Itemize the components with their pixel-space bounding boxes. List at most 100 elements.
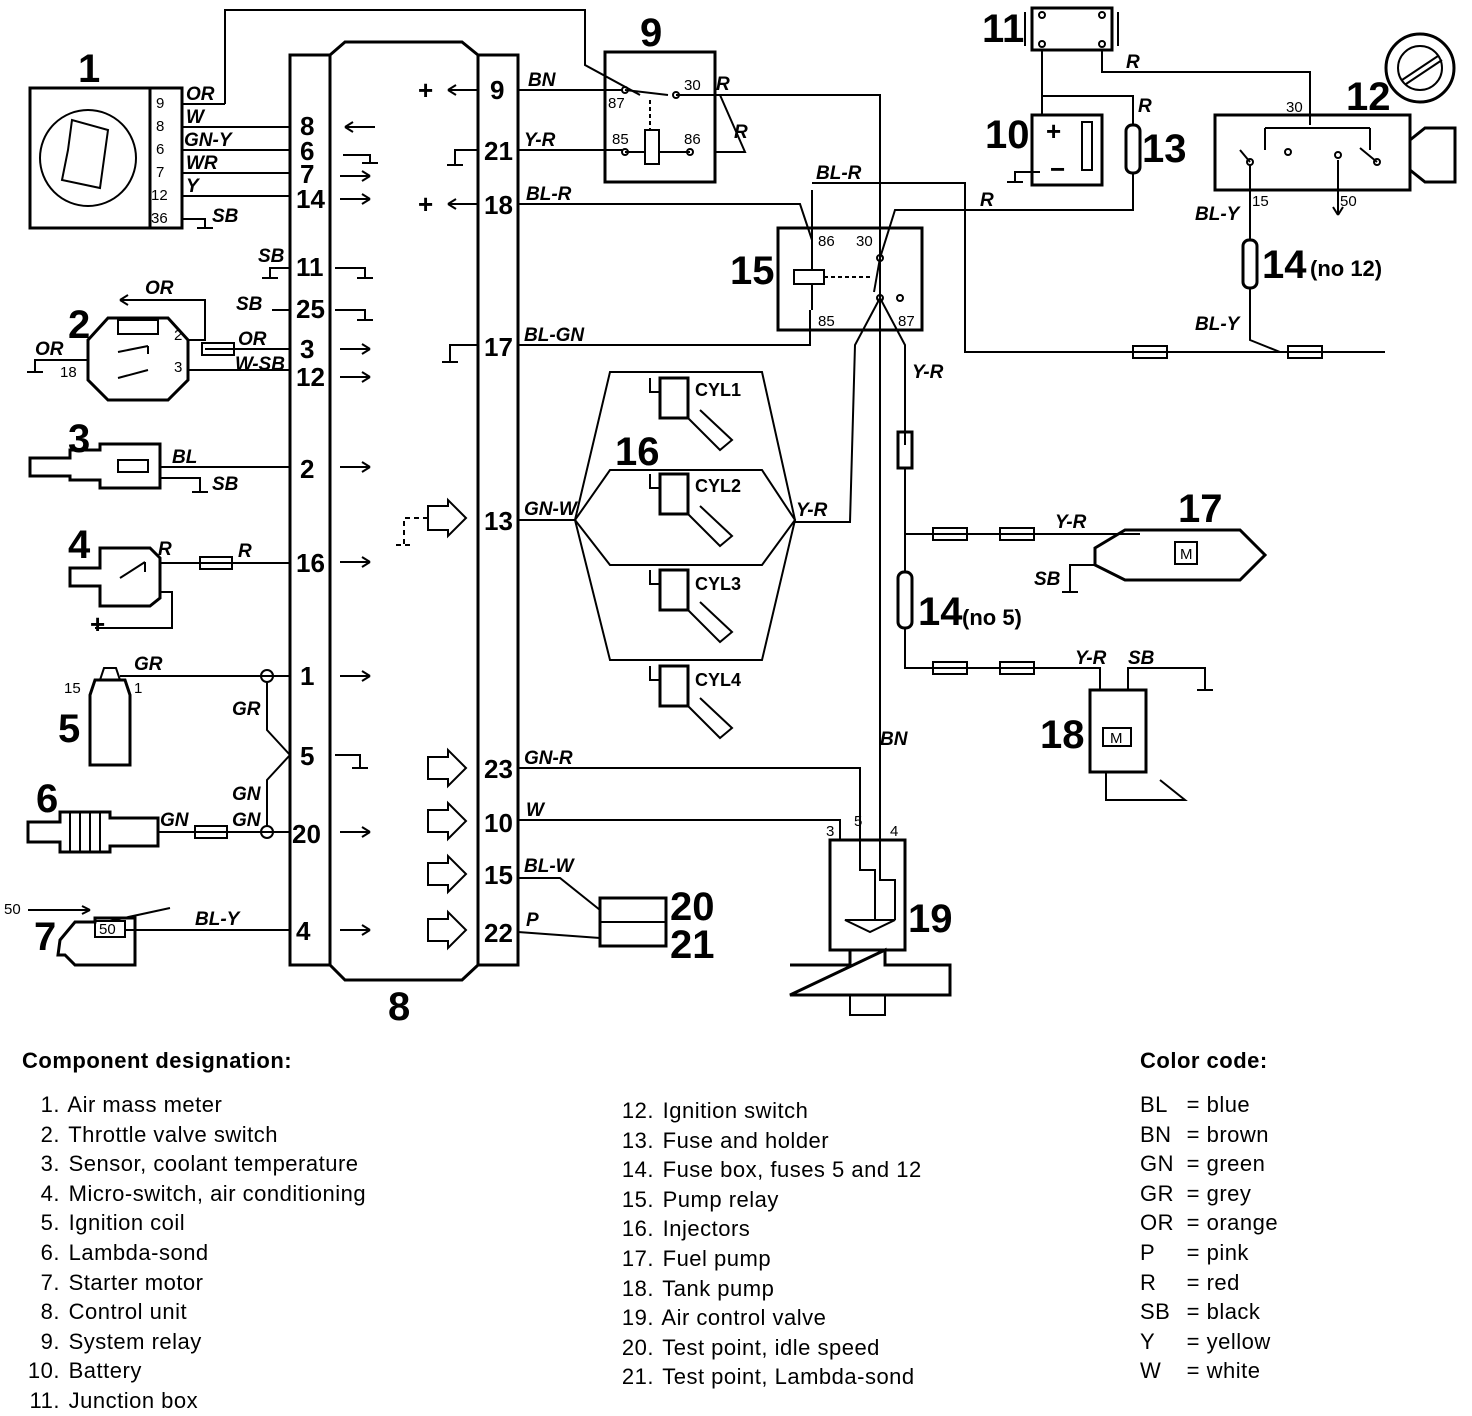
diagram-label: 36 <box>151 210 168 227</box>
diagram-label: + <box>90 609 105 639</box>
diagram-label: GR <box>232 699 261 720</box>
injector-cyl3: CYL3 <box>649 568 741 644</box>
ecu-pin: 8 <box>300 111 314 141</box>
ecu-input-arrows: + + <box>335 75 478 951</box>
diagram-label: 12 <box>151 187 168 204</box>
diagram-label: OR <box>238 329 267 350</box>
component-list-2: 12. Ignition switch 13. Fuse and holder … <box>616 1096 1036 1392</box>
diagram-label: Y-R <box>912 362 944 383</box>
ecu-pin: 4 <box>296 916 311 946</box>
diagram-label: BL-Y <box>1195 204 1242 225</box>
diagram-label: 2 <box>174 327 182 344</box>
diagram-label: Y-R <box>1055 512 1087 533</box>
ecu-pin: 11 <box>296 252 324 282</box>
diagram-label: W <box>526 800 546 821</box>
diagram-label: 15 <box>64 680 81 697</box>
diagram-label: 5 <box>854 813 862 830</box>
diagram-label: M <box>1110 730 1123 747</box>
component-label-1: 1 <box>78 47 100 91</box>
air-conditioning-micro-switch: 4 R R + <box>68 523 290 639</box>
component-label-6: 6 <box>36 777 58 821</box>
component-list: 1. Air mass meter 2. Throttle valve swit… <box>22 1090 582 1416</box>
diagram-label: GN <box>232 810 262 831</box>
ecu-pin: 18 <box>484 190 513 220</box>
diagram-label: P <box>526 910 539 931</box>
diagram-label: 87 <box>608 95 625 112</box>
diagram-label: GN <box>160 810 190 831</box>
air-control-valve: GN-R W BN 3 5 4 19 <box>518 729 953 1016</box>
diagram-label: WR <box>186 153 218 174</box>
ecu-right-pins: 9 21 18 17 13 23 10 15 22 <box>484 75 513 948</box>
list-item: 17. Fuel pump <box>621 1245 772 1271</box>
ecu-pin: 25 <box>296 294 325 324</box>
list-item: 11. Junction box <box>29 1387 199 1413</box>
diagram-label: 50 <box>1340 193 1357 210</box>
list-item: 15. Pump relay <box>621 1186 779 1212</box>
diagram-label: 3 <box>826 823 834 840</box>
diagram-label: Y <box>186 176 201 197</box>
diagram-label: 3 <box>174 359 182 376</box>
list-item: 21. Test point, Lambda-sond <box>621 1364 915 1390</box>
diagram-label: W <box>186 107 206 128</box>
diagram-label: CYL1 <box>695 380 741 400</box>
ecu-pin: 7 <box>300 159 314 189</box>
list-item: 18. Tank pump <box>621 1275 775 1301</box>
color-code: Color code: BL = blue BN = brown GN = gr… <box>1140 1048 1460 1386</box>
diagram-label: 50 <box>99 921 116 938</box>
diagram-label: Y-R <box>1075 648 1107 669</box>
injector-cyl4: CYL4 <box>649 664 741 740</box>
color-code-heading: Color code: <box>1140 1048 1268 1073</box>
ecu-pin: 1 <box>300 661 314 691</box>
ecu-pin: 16 <box>296 548 325 578</box>
ecu-pin: 20 <box>292 819 321 849</box>
diagram-label: 15 <box>1252 193 1269 210</box>
diagram-label: W-SB <box>235 354 285 375</box>
list-item: 14. Fuse box, fuses 5 and 12 <box>621 1157 922 1183</box>
list-item: 13. Fuse and holder <box>621 1127 830 1153</box>
diagram-label: BL <box>172 447 197 468</box>
diagram-label: BN <box>528 70 557 91</box>
diagram-label: BL-R <box>526 184 572 205</box>
injectors: 16 GN-W Y-R CYL1 CYL2 CYL3 CYL4 <box>518 371 828 740</box>
component-label-18: 18 <box>1040 713 1085 757</box>
diagram-label: R <box>1126 52 1140 73</box>
ecu-pin: 6 <box>300 136 314 166</box>
ecu-left-pins: 8 6 7 14 11 25 3 12 2 16 1 5 20 4 <box>292 111 325 946</box>
test-points: BL-W P 20 21 <box>517 856 715 967</box>
list-item: GN = green <box>1140 1151 1266 1177</box>
component-label-21: 21 <box>670 923 715 967</box>
diagram-label: 85 <box>818 313 835 330</box>
battery: 10 + − <box>985 95 1134 187</box>
component-label-14-no5: 14 <box>918 590 963 634</box>
pump-relay: 15 86 30 85 87 BL-R R <box>730 163 1385 523</box>
component-label-20: 20 <box>670 885 715 929</box>
diagram-label: GN-R <box>524 748 573 769</box>
diagram-label: R <box>238 541 252 562</box>
diagram-label: BL-Y <box>1195 314 1242 335</box>
list-item: 2. Throttle valve switch <box>40 1121 279 1147</box>
diagram-label: GN <box>232 784 262 805</box>
diagram-label: Y-R <box>524 130 556 151</box>
ecu-pin: 3 <box>300 334 314 364</box>
list-item: GR = grey <box>1140 1180 1252 1206</box>
component-label-2: 2 <box>68 303 90 347</box>
diagram-label: OR <box>35 339 64 360</box>
diagram-label: 18 <box>60 364 77 381</box>
component-label-7: 7 <box>34 915 56 959</box>
diagram-label: SB <box>1128 648 1155 669</box>
diagram-label: OR <box>145 278 174 299</box>
list-item: R = red <box>1140 1269 1240 1295</box>
component-designation: Component designation: 1. Air mass meter… <box>22 1048 582 1416</box>
diagram-label: SB <box>236 294 263 315</box>
component-label-11: 11 <box>982 7 1024 51</box>
component-label-17: 17 <box>1178 487 1223 531</box>
diagram-label: 1 <box>134 680 142 697</box>
diagram-label: + <box>1046 116 1061 146</box>
lambda-sond: 6 GN GN GN <box>26 777 290 854</box>
component-label-19: 19 <box>908 897 953 941</box>
list-item: 16. Injectors <box>621 1216 751 1242</box>
list-item: 19. Air control valve <box>621 1305 827 1331</box>
component-label-12: 12 <box>1346 75 1391 119</box>
component-label-5: 5 <box>58 707 80 751</box>
diagram-label: SB <box>258 246 285 267</box>
